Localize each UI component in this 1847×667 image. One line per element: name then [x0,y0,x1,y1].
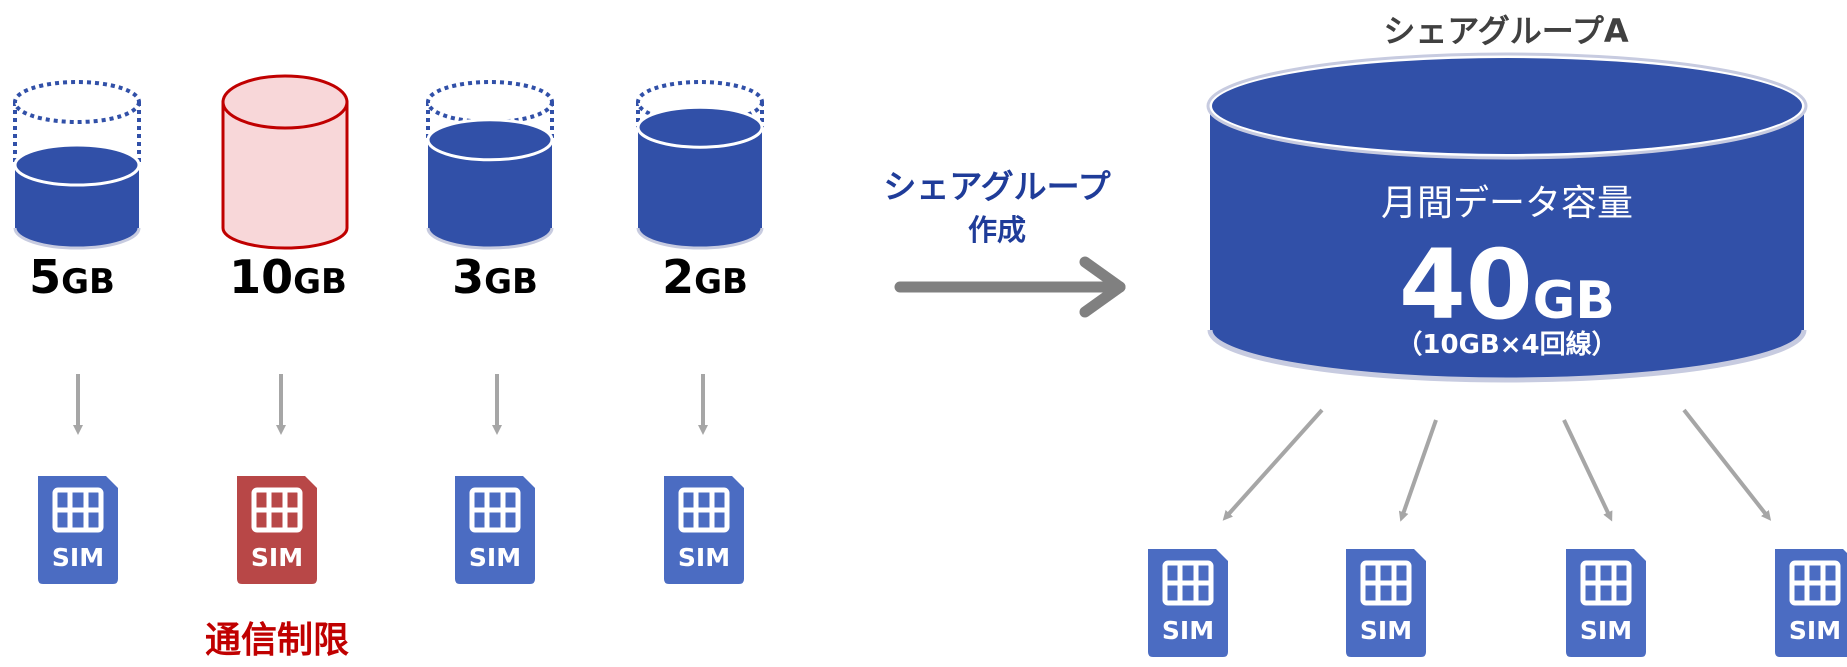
amount-label-0: 5GB [29,250,115,304]
svg-text:SIM: SIM [469,543,521,572]
capacity-label: 月間データ容量 [1381,183,1633,224]
svg-text:SIM: SIM [678,543,730,572]
sim-card-icon: SIM [455,476,535,584]
sim-card-icon: SIM [1566,549,1646,657]
amount-label-3: 2GB [662,250,748,304]
data-cylinder-partial [636,80,764,250]
share-group-title: シェアグループA [1383,12,1628,50]
share-group-arrows [1222,408,1772,522]
data-cylinder-limited [221,74,349,250]
diagonal-arrow-icon [1222,408,1324,521]
individual-down-arrows [73,374,708,435]
data-cylinder-partial [426,80,554,250]
svg-text:SIM: SIM [1580,616,1632,645]
svg-text:SIM: SIM [1360,616,1412,645]
individual-cylinders [13,74,764,250]
right-arrow-icon [894,256,1126,318]
action-label-line2: 作成 [968,213,1026,247]
svg-text:5GB: 5GB [29,250,115,304]
individual-sims: SIM SIM SIM SIM [38,476,744,584]
limit-label: 通信制限 [205,620,349,661]
svg-text:SIM: SIM [1789,616,1841,645]
svg-text:2GB: 2GB [662,250,748,304]
svg-text:SIM: SIM [1162,616,1214,645]
sim-card-icon: SIM [38,476,118,584]
amount-label-1: 10GB [229,250,347,304]
svg-text:SIM: SIM [52,543,104,572]
sim-card-icon: SIM [1148,549,1228,657]
share-group-sims: SIM SIM SIM SIM [1148,549,1847,657]
svg-text:3GB: 3GB [452,250,538,304]
action-label-line1: シェアグループ [883,167,1111,206]
svg-text:SIM: SIM [251,543,303,572]
sim-card-icon: SIM [664,476,744,584]
capacity-amount: 40GB [1399,229,1615,341]
capacity-breakdown: （10GB×4回線） [1396,329,1617,360]
diagonal-arrow-icon [1562,419,1613,522]
diagonal-arrow-icon [1682,408,1772,521]
diagonal-arrow-icon [1398,419,1438,522]
sim-card-icon: SIM [237,476,317,584]
share-group-cylinder [1206,52,1808,383]
sim-card-icon: SIM [1346,549,1426,657]
sim-card-icon: SIM [1775,549,1847,657]
amount-label-2: 3GB [452,250,538,304]
svg-text:10GB: 10GB [229,250,347,304]
data-cylinder-partial [13,80,141,250]
